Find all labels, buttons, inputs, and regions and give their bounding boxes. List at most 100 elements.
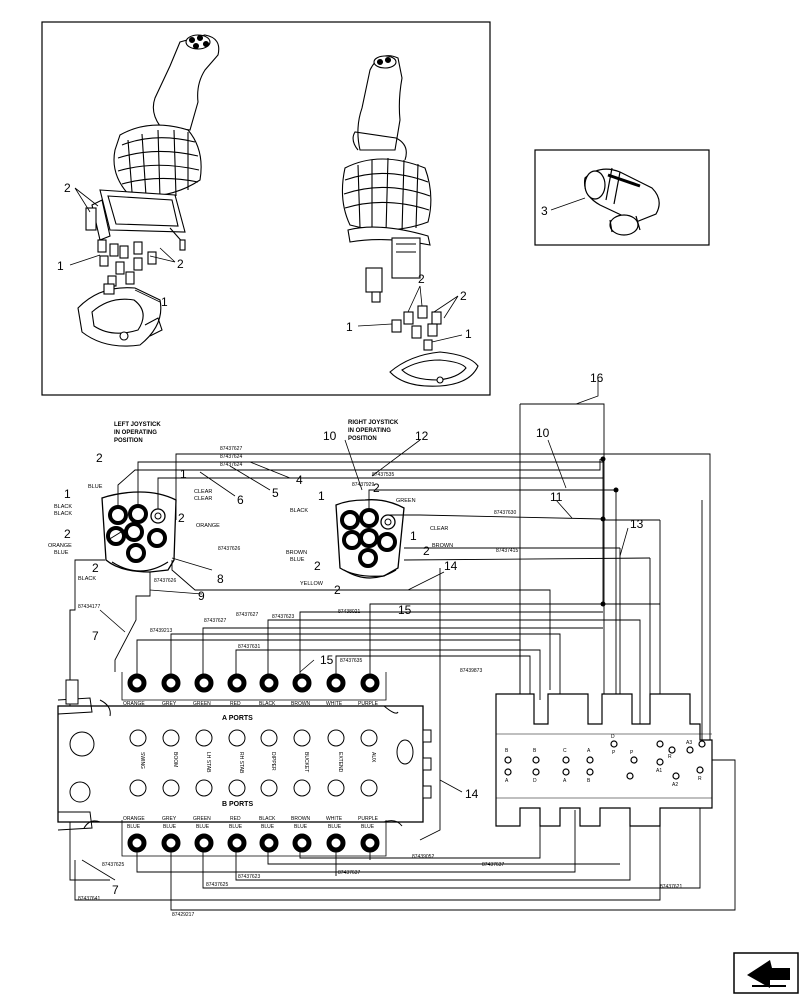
bottom-hose-bracket [121,820,387,857]
part-number: 87437625 [206,882,228,888]
lj-label: ORANGE [48,543,72,549]
part-number: 87437624 [220,462,242,468]
lj-label: BLACK [54,504,72,510]
rj-label: GREEN [396,498,416,504]
control-valve-block [57,679,432,831]
hose-label: ORANGE [123,816,145,822]
rj-label: CLEAR [430,526,448,532]
part-number: 87437623 [238,874,260,880]
part-number: 87434177 [78,604,100,610]
hose-label: BLUE [127,824,141,830]
callout-15: 15 [398,603,412,617]
callout-15: 15 [320,653,334,667]
callout-5: 5 [272,486,279,500]
rj-callout-1: 1 [318,489,325,503]
hose-label: BLACK [259,701,276,707]
callout-13: 13 [630,517,644,531]
callout-16: 16 [590,371,604,385]
bottom-hose-labels: ORANGE GREY GREEN RED BLACK BROWN WHITE … [123,816,379,830]
junction-dots [600,456,619,607]
callout-2: 2 [64,181,71,195]
a-ports-title: A PORTS [222,715,253,722]
port-label: P [612,750,616,756]
callout-10: 10 [323,429,337,443]
left-joystick-illustration [77,34,220,347]
next-page-arrow-icon[interactable] [733,952,799,994]
function-label: RH STAB [238,752,244,774]
callout-7: 7 [92,629,99,643]
right-joystick-illustration [341,55,479,387]
left-joystick-caption-3: POSITION [114,438,143,444]
rj-label: YELLOW [300,581,324,587]
function-label: DIPPER [270,752,276,771]
callout-14: 14 [444,559,458,573]
joystick-assembly-frame [41,21,491,396]
callout-14: 14 [465,787,479,801]
lj-label: ORANGE [196,523,220,529]
lj-callout-2: 2 [64,527,71,541]
part-number: 87437637 [482,862,504,868]
callout-11: 11 [550,490,563,504]
part-number: 87437627 [204,618,226,624]
callout-2: 2 [177,257,184,271]
rj-callout-2: 2 [314,559,321,573]
port-label: A3 [686,740,692,746]
port-label: R [698,776,702,782]
port-label: R [668,754,672,760]
lj-callout-1: 1 [180,467,187,481]
port-label: P [630,750,634,756]
part-number: 87437641 [78,896,100,902]
pattern-selector-block [495,693,713,827]
b-ports-title: B PORTS [222,801,253,808]
hose-label: RED [230,701,241,707]
schematic-leaders [81,380,629,881]
part-number: 87439873 [460,668,482,674]
part-number: 87437535 [372,472,394,478]
rj-label: BROWN [432,543,453,549]
callout-1: 1 [161,295,168,309]
hose-label: GREY [162,701,177,707]
port-label: B [587,778,591,784]
hose-label: BLUE [229,824,243,830]
hose-label: BLUE [196,824,210,830]
port-label: D [533,778,537,784]
right-joystick-port-block [335,499,405,579]
hose-label: BROWN [291,816,311,822]
part-number: 87437635 [340,658,362,664]
port-label: B [505,748,509,754]
part-number: 87437625 [102,862,124,868]
left-joystick-port-block [101,491,177,573]
part-number: 87437626 [218,546,240,552]
top-hose-bracket [121,672,387,701]
lj-callout-2: 2 [178,511,185,525]
hose-label: WHITE [326,701,343,707]
callout-1: 1 [465,327,472,341]
hose-label: BLUE [328,824,342,830]
part-number: 87437415 [496,548,518,554]
part-number: 87439213 [150,628,172,634]
callout-6: 6 [237,493,244,507]
function-label: EXTEND [337,752,343,773]
top-hose-fittings [127,673,380,693]
left-joystick-caption-2: IN OPERATING [114,430,157,436]
function-label: BOOM [172,752,178,767]
lj-callout-1: 1 [64,487,71,501]
top-hose-labels: ORANGE GREY GREEN RED BLACK BROWN WHITE … [123,701,379,707]
left-joystick-caption-1: LEFT JOYSTICK [114,422,161,428]
rj-callout-2: 2 [373,481,380,495]
rj-callout-2: 2 [334,583,341,597]
callout-2: 2 [418,272,425,286]
hose-label: GREEN [193,816,211,822]
right-joystick-caption-1: RIGHT JOYSTICK [348,420,399,426]
lj-label: CLEAR [194,496,212,502]
lj-label: BLACK [54,511,72,517]
hose-label: GREEN [193,701,211,707]
lj-callout-2: 2 [96,451,103,465]
port-label: A2 [672,782,678,788]
rj-label: BLUE [290,557,305,563]
callout-2: 2 [460,289,467,303]
rj-label: BROWN [286,550,307,556]
hose-label: WHITE [326,816,343,822]
part-number: 87437623 [272,614,294,620]
